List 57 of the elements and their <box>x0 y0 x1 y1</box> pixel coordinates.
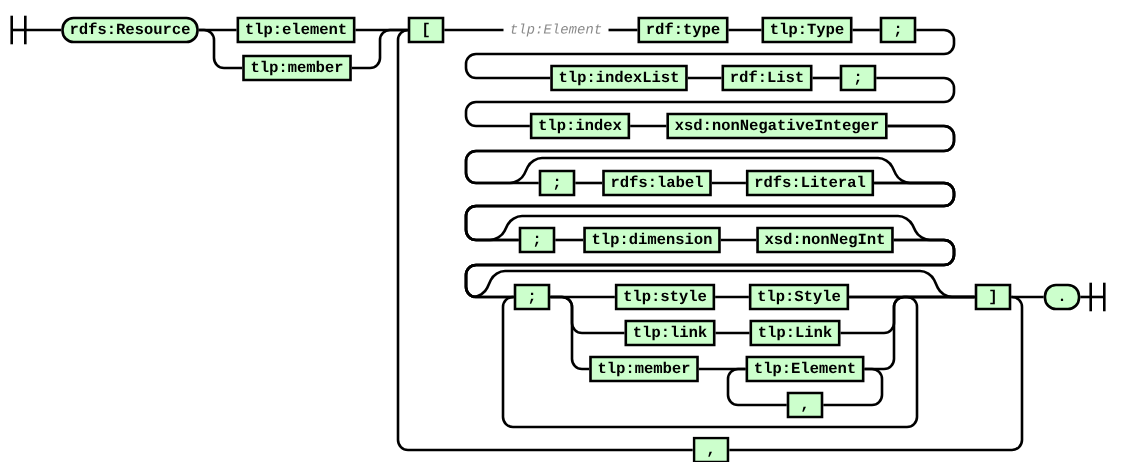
connector-line <box>198 28 243 70</box>
terminal-box: ; <box>879 16 917 44</box>
connector-line <box>687 76 722 80</box>
terminal-box: rdf:type <box>637 16 729 44</box>
terminal-box: rdf:List <box>721 64 813 92</box>
terminal-box: tlp:Element <box>745 355 865 383</box>
connector-line <box>555 238 584 242</box>
connector-line <box>715 331 750 335</box>
terminal-box: tlp:Link <box>749 319 841 347</box>
connector-line <box>715 295 749 299</box>
connector-line <box>464 28 956 80</box>
terminal-box: tlp:index <box>529 112 631 140</box>
connector-line <box>444 28 504 32</box>
connector-line <box>464 76 956 128</box>
connector-line <box>464 181 956 299</box>
terminal-box: , <box>692 436 730 462</box>
connector-line <box>396 28 693 452</box>
connector-line <box>729 295 1024 452</box>
end-bar-marker <box>10 15 27 45</box>
terminal-box: xsd:nonNegativeInteger <box>666 112 888 140</box>
connector-line <box>608 28 638 32</box>
terminal-box: rdfs:label <box>602 169 712 197</box>
connector-line <box>575 181 603 185</box>
end-bar-marker <box>1089 282 1106 312</box>
terminal-box: , <box>786 391 824 419</box>
terminal-box: tlp:member <box>242 54 352 82</box>
connector-line <box>1080 295 1091 299</box>
connector-line <box>630 124 667 128</box>
connector-line <box>464 124 956 242</box>
terminal-box: ; <box>513 283 551 311</box>
connector-line <box>728 28 762 32</box>
connector-line <box>823 367 884 407</box>
terminal-box: tlp:link <box>624 319 716 347</box>
terminal-box: ] <box>974 283 1012 311</box>
terminal-box: xsd:nonNegInt <box>756 226 894 254</box>
connector-line <box>720 238 757 242</box>
terminal-box: tlp:element <box>236 16 356 44</box>
terminal-box: tlp:Style <box>748 283 850 311</box>
terminal-box: tlp:dimension <box>583 226 721 254</box>
terminal-pill: . <box>1043 283 1081 311</box>
nonterminal-label: tlp:Element <box>504 20 608 40</box>
terminal-box: ; <box>518 226 556 254</box>
connector-line <box>501 295 919 429</box>
terminal-box: ; <box>538 169 576 197</box>
terminal-box: tlp:indexList <box>550 64 688 92</box>
connector-line <box>726 367 787 407</box>
terminal-box: tlp:member <box>589 355 699 383</box>
terminal-box: [ <box>407 16 445 44</box>
connector-line <box>812 76 840 80</box>
terminal-pill: rdfs:Resource <box>61 16 199 44</box>
connector-line <box>25 28 62 32</box>
terminal-box: rdfs:Literal <box>745 169 875 197</box>
terminal-box: tlp:style <box>614 283 716 311</box>
terminal-box: ; <box>839 64 877 92</box>
connector-line <box>852 28 880 32</box>
terminal-box: tlp:Type <box>761 16 853 44</box>
connector-line <box>711 181 746 185</box>
